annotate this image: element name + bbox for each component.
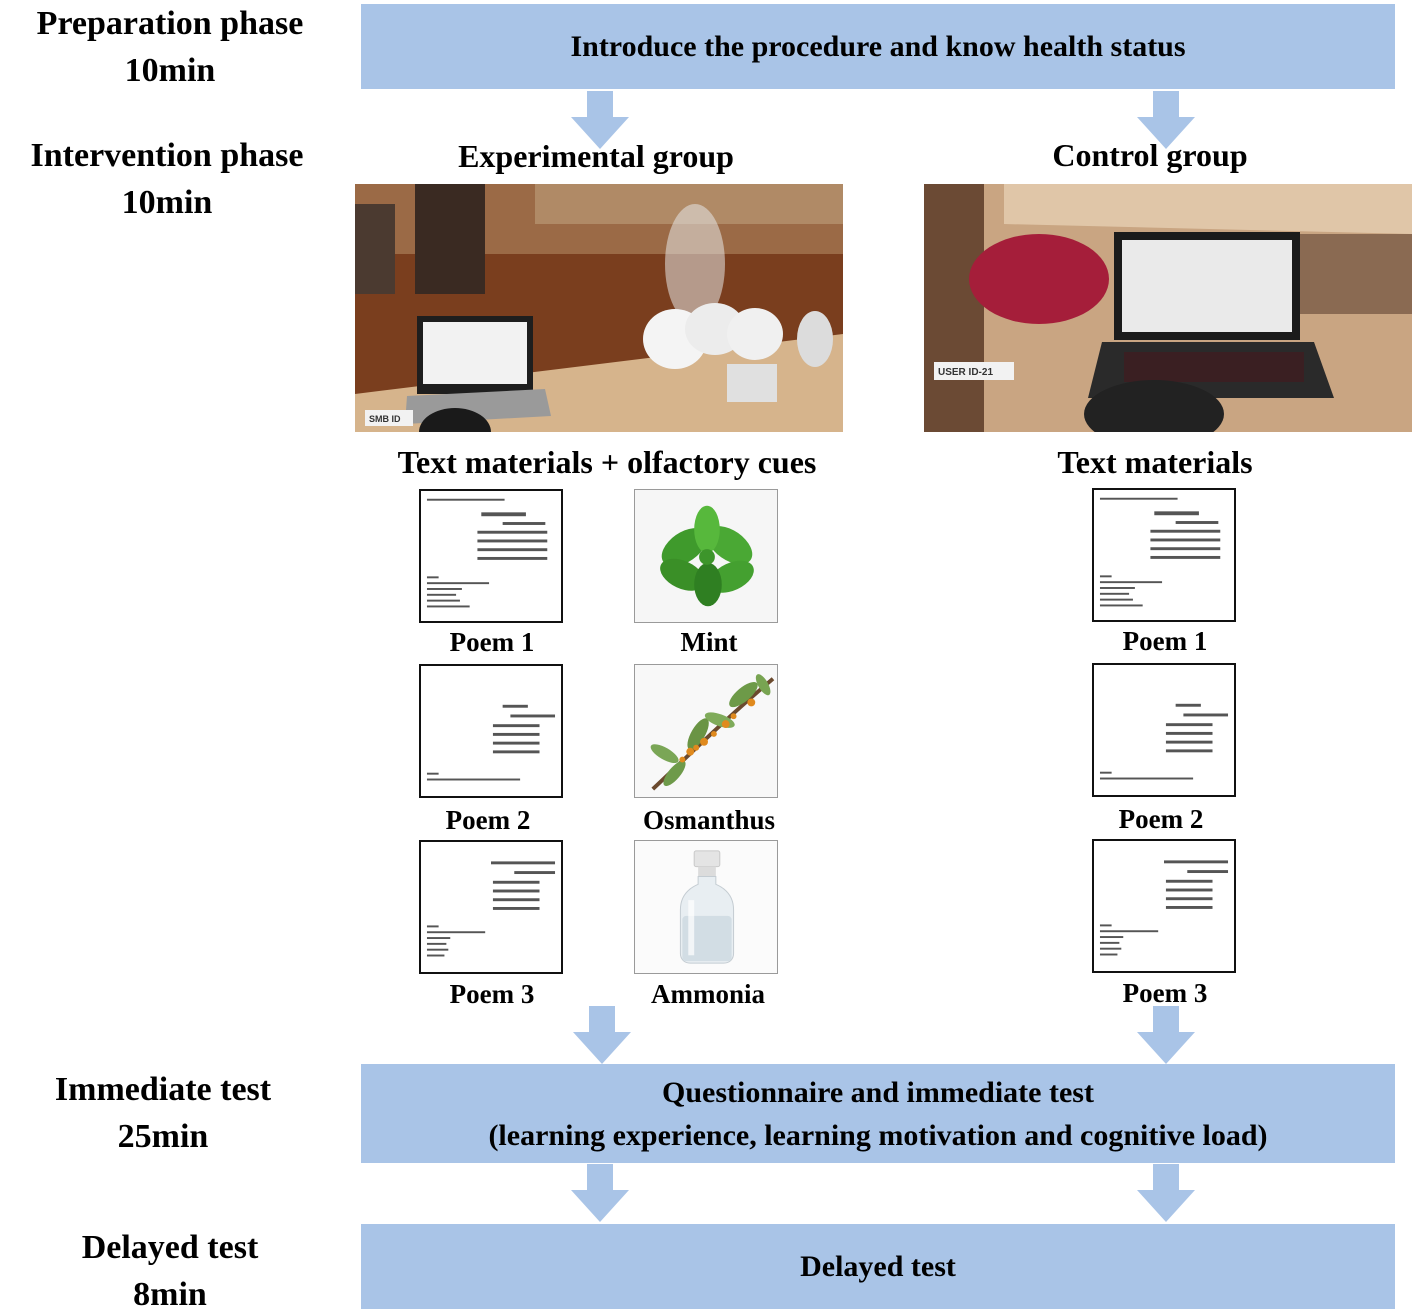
phase-label-preparation: Preparation phase 10min	[0, 0, 340, 94]
immediate-box-line1: Questionnaire and immediate test	[662, 1075, 1094, 1109]
poem-thumbnail	[1092, 663, 1236, 797]
poem-thumbnail	[419, 489, 563, 623]
poem-thumbnail	[419, 664, 563, 798]
down-arrow-icon	[1137, 1006, 1195, 1064]
mint-leaf-icon	[634, 489, 778, 623]
immediate-box-line2: (learning experience, learning motivatio…	[488, 1118, 1268, 1152]
scent-label: Mint	[680, 627, 738, 657]
down-arrow-icon	[571, 1164, 629, 1222]
phase-duration: 10min	[121, 184, 213, 221]
poem-label: Poem 2	[1118, 804, 1204, 834]
poem-label: Poem 1	[449, 627, 535, 657]
poem-label: Poem 3	[449, 979, 535, 1009]
preparation-box: Introduce the procedure and know health …	[361, 4, 1395, 89]
down-arrow-icon	[1137, 1164, 1195, 1222]
phase-name: Immediate test	[54, 1071, 272, 1108]
poem-label: Poem 1	[1122, 626, 1208, 656]
phase-label-intervention: Intervention phase 10min	[0, 132, 334, 226]
preparation-box-text: Introduce the procedure and know health …	[570, 30, 1186, 63]
control-materials-title: Text materials	[1057, 444, 1253, 480]
phase-label-delayed: Delayed test 8min	[0, 1224, 340, 1314]
control-setup-photo: USER ID-21	[924, 184, 1412, 432]
experimental-materials-title: Text materials + olfactory cues	[397, 444, 817, 480]
poem-thumbnail	[1092, 488, 1236, 622]
poem-thumbnail	[1092, 839, 1236, 973]
control-group-title: Control group	[1052, 137, 1248, 173]
scent-label: Osmanthus	[642, 805, 776, 835]
photo-id-tag: SMB ID	[369, 414, 401, 424]
phase-duration: 25min	[117, 1118, 209, 1155]
down-arrow-icon	[571, 91, 629, 149]
delayed-test-box: Delayed test	[361, 1224, 1395, 1309]
delayed-box-text: Delayed test	[800, 1250, 956, 1283]
experimental-setup-photo: SMB ID	[355, 184, 843, 432]
experimental-group-title: Experimental group	[458, 138, 734, 174]
immediate-test-box: Questionnaire and immediate test (learni…	[361, 1064, 1395, 1163]
photo-id-tag: USER ID-21	[938, 367, 993, 378]
phase-name: Intervention phase	[30, 137, 304, 174]
poem-label: Poem 2	[445, 805, 531, 835]
phase-label-immediate: Immediate test 25min	[0, 1066, 326, 1160]
poem-thumbnail	[419, 840, 563, 974]
phase-duration: 10min	[124, 52, 216, 89]
phase-name: Preparation phase	[36, 5, 304, 42]
poem-label: Poem 3	[1122, 978, 1208, 1008]
scent-label: Ammonia	[651, 979, 765, 1009]
phase-name: Delayed test	[81, 1229, 259, 1266]
phase-duration: 8min	[133, 1276, 207, 1313]
ammonia-bottle-icon	[634, 840, 778, 974]
osmanthus-branch-icon	[634, 664, 778, 798]
down-arrow-icon	[1137, 91, 1195, 149]
down-arrow-icon	[573, 1006, 631, 1064]
